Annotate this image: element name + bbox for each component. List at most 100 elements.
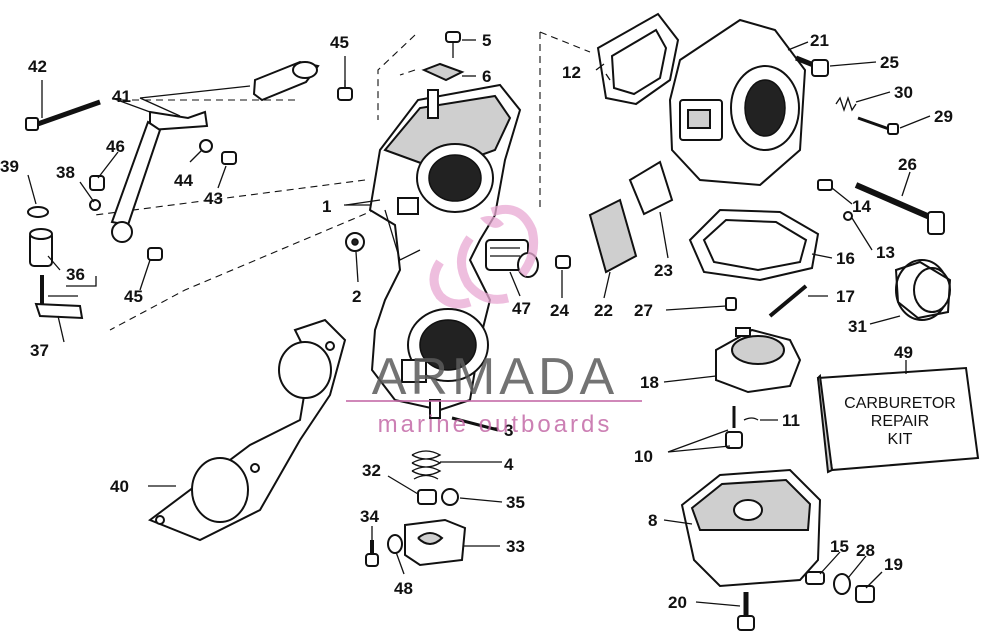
float-bowl-part-8 [680,468,822,588]
callout-40: 40 [110,477,129,496]
callout-29: 29 [934,107,953,126]
callout-22: 22 [594,301,613,320]
callout-11: 11 [782,411,800,430]
callout-33: 33 [506,537,525,556]
kit-label-line2: REPAIR [871,413,929,430]
callout-8: 8 [648,511,657,530]
spring-part-4 [411,450,442,480]
pin-part-17 [768,284,808,318]
drain-screw-part-20 [737,592,755,631]
callout-34: 34 [360,507,379,526]
callout-26: 26 [898,155,917,174]
callout-42: 42 [28,57,47,76]
callout-37: 37 [30,341,49,360]
gasket-part-40 [147,318,347,542]
armada-logo-icon [429,204,539,309]
long-screw-part-42 [25,99,101,131]
screw-part-34 [365,540,379,567]
ball-part-35 [441,488,459,506]
callout-1: 1 [322,197,331,216]
watermark-brand: ARMADA [372,348,618,406]
callout-30: 30 [894,83,913,102]
callout-25: 25 [880,53,899,72]
small-part-46 [89,175,105,191]
callout-47: 47 [512,299,531,318]
kit-label-line1: CARBURETOR [844,395,956,412]
callout-49: 49 [894,343,913,362]
callout-38: 38 [56,163,75,182]
callout-44: 44 [174,171,193,190]
callout-6: 6 [482,67,491,86]
kit-label-line3: KIT [888,431,913,448]
bracket-part-33 [404,518,467,567]
callout-45-bottom: 45 [124,287,143,306]
jet-part-15 [805,571,825,585]
callout-14: 14 [852,197,871,216]
callout-16: 16 [836,249,855,268]
gasket-part-23 [628,160,674,216]
callout-20: 20 [668,593,687,612]
long-screw-part-26 [854,182,945,235]
screw-part-43 [221,151,237,165]
callout-18: 18 [640,373,659,392]
callout-31: 31 [848,317,867,336]
spring-part-30 [835,95,857,113]
gasket-part-16 [688,208,820,282]
watermark: ARMADA marine outboards [346,204,642,438]
callout-17: 17 [836,287,855,306]
callout-43: 43 [204,189,223,208]
leader-lines [27,39,931,607]
gasket-part-12 [596,12,680,106]
callout-15: 15 [830,537,849,556]
callout-27: 27 [634,301,653,320]
callout-41: 41 [112,87,131,106]
callout-5: 5 [482,31,491,50]
bushing-part-31 [894,259,952,321]
watermark-divider [346,400,642,402]
float-part-18 [715,327,802,394]
screw-part-5 [445,31,461,58]
callout-19: 19 [884,555,903,574]
needle-part-11 [732,406,759,428]
washer-part-39 [27,206,49,218]
plate-part-6 [421,62,465,82]
repair-kit-box: CARBURETOR REPAIR KIT [816,366,980,474]
air-horn-part-21 [668,18,807,187]
callout-39: 39 [0,157,19,176]
callout-24: 24 [550,301,569,320]
callout-13: 13 [876,243,895,262]
jet-part-14 [817,179,833,191]
callout-45-top: 45 [330,33,349,52]
callout-32: 32 [362,461,381,480]
callout-12: 12 [562,63,581,82]
watermark-tagline: marine outboards [378,411,613,438]
callout-48: 48 [394,579,413,598]
washer-part-13 [843,211,853,221]
screw-part-25 [795,55,829,77]
washer-part-28 [833,573,851,595]
screw-part-24 [555,255,571,269]
callout-46: 46 [106,137,125,156]
washer-part-44 [199,139,213,153]
lever-part-37 [34,275,84,320]
callout-35: 35 [506,493,525,512]
plug-part-32 [417,489,437,505]
callout-23: 23 [654,261,673,280]
plug-part-2 [345,232,365,252]
callout-36: 36 [66,265,85,284]
plate-part-22 [588,198,638,274]
callout-4: 4 [504,455,514,474]
screw-part-27 [725,297,737,311]
callout-10: 10 [634,447,653,466]
screw-part-45-bottom [147,247,163,261]
callout-3: 3 [504,421,513,440]
small-part-38 [89,199,101,211]
seat-part-10 [725,431,743,449]
callout-28: 28 [856,541,875,560]
washer-part-48 [387,534,403,554]
bushing-part-36 [29,228,53,267]
callout-2: 2 [352,287,361,306]
callout-21: 21 [810,31,829,50]
